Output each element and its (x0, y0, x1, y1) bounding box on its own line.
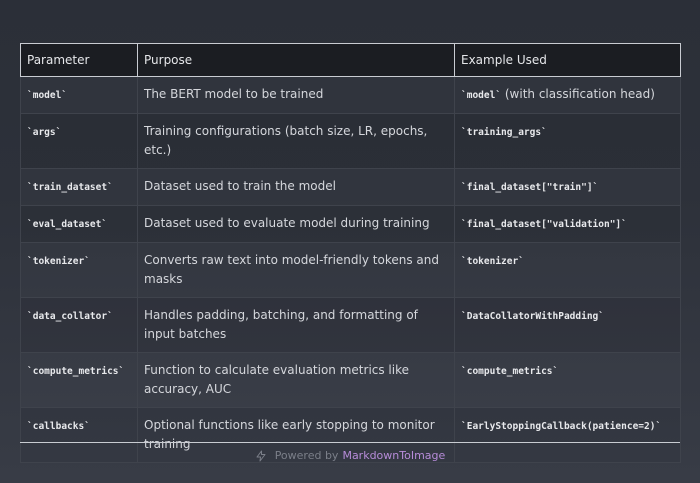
footer-divider (20, 442, 680, 443)
example-cell: `final_dataset["train"]` (454, 168, 681, 206)
example-cell: `final_dataset["validation"]` (454, 205, 681, 243)
example-code: `training_args` (461, 127, 547, 138)
table-row: `model` The BERT model to be trained `mo… (20, 76, 681, 114)
purpose-cell: Optional functions like early stopping t… (137, 407, 455, 463)
param-code: `tokenizer` (27, 256, 90, 267)
table-row: `tokenizer` Converts raw text into model… (20, 242, 681, 298)
example-text: (with classification head) (501, 87, 655, 101)
param-code: `eval_dataset` (27, 219, 108, 230)
purpose-cell: Converts raw text into model-friendly to… (137, 242, 455, 298)
bolt-icon (256, 450, 266, 461)
header-example-used: Example Used (454, 43, 681, 77)
example-cell: `tokenizer` (454, 242, 681, 298)
param-cell: `callbacks` (20, 407, 138, 463)
example-cell: `training_args` (454, 113, 681, 169)
parameter-table: Parameter Purpose Example Used `model` T… (20, 43, 681, 463)
example-cell: `model` (with classification head) (454, 76, 681, 114)
purpose-cell: Dataset used to train the model (137, 168, 455, 206)
example-cell: `DataCollatorWithPadding` (454, 297, 681, 353)
example-code: `DataCollatorWithPadding` (461, 311, 604, 322)
purpose-cell: Handles padding, batching, and formattin… (137, 297, 455, 353)
param-cell: `tokenizer` (20, 242, 138, 298)
example-cell: `compute_metrics` (454, 352, 681, 408)
param-cell: `args` (20, 113, 138, 169)
param-code: `model` (27, 90, 68, 101)
param-code: `compute_metrics` (27, 366, 125, 377)
param-code: `args` (27, 127, 62, 138)
param-cell: `eval_dataset` (20, 205, 138, 243)
table-row: `args` Training configurations (batch si… (20, 113, 681, 169)
header-parameter: Parameter (20, 43, 138, 77)
example-code: `final_dataset["train"]` (461, 182, 599, 193)
parameter-table-container: Parameter Purpose Example Used `model` T… (20, 43, 681, 463)
table-header-row: Parameter Purpose Example Used (20, 43, 681, 77)
example-code: `model` (461, 90, 502, 101)
param-code: `callbacks` (27, 421, 90, 432)
param-cell: `train_dataset` (20, 168, 138, 206)
param-cell: `data_collator` (20, 297, 138, 353)
purpose-cell: The BERT model to be trained (137, 76, 455, 114)
example-code: `tokenizer` (461, 256, 524, 267)
example-code: `final_dataset["validation"]` (461, 219, 627, 230)
purpose-cell: Training configurations (batch size, LR,… (137, 113, 455, 169)
param-cell: `model` (20, 76, 138, 114)
table-row: `train_dataset` Dataset used to train th… (20, 168, 681, 206)
param-code: `train_dataset` (27, 182, 113, 193)
table-row: `compute_metrics` Function to calculate … (20, 352, 681, 408)
header-purpose: Purpose (137, 43, 455, 77)
param-code: `data_collator` (27, 311, 113, 322)
footer-brand-link[interactable]: MarkdownToImage (342, 449, 446, 462)
table-row: `data_collator` Handles padding, batchin… (20, 297, 681, 353)
footer: Powered by MarkdownToImage (0, 449, 700, 462)
table-row: `callbacks` Optional functions like earl… (20, 407, 681, 463)
example-cell: `EarlyStoppingCallback(patience=2)` (454, 407, 681, 463)
purpose-cell: Dataset used to evaluate model during tr… (137, 205, 455, 243)
footer-prefix: Powered by (274, 449, 339, 462)
table-row: `eval_dataset` Dataset used to evaluate … (20, 205, 681, 243)
param-cell: `compute_metrics` (20, 352, 138, 408)
example-code: `EarlyStoppingCallback(patience=2)` (461, 421, 662, 432)
example-code: `compute_metrics` (461, 366, 559, 377)
purpose-cell: Function to calculate evaluation metrics… (137, 352, 455, 408)
